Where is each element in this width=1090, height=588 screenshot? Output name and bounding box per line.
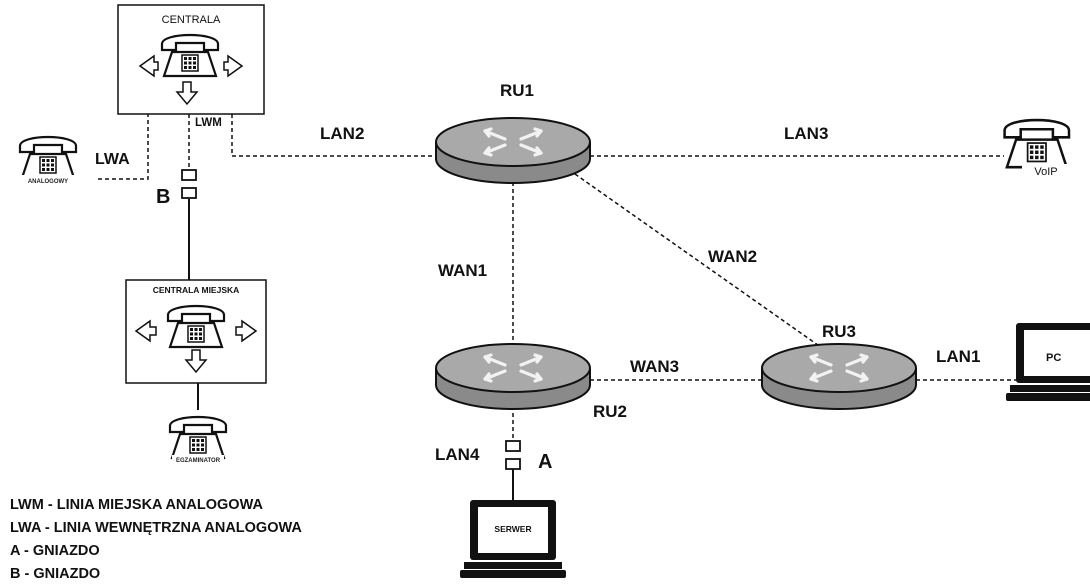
lwa-link xyxy=(98,114,149,180)
centrala-miejska-label: CENTRALA MIEJSKA xyxy=(153,285,240,295)
lwm-label: LWM xyxy=(195,117,222,129)
legend: LWM - LINIA MIEJSKA ANALOGOWA LWA - LINI… xyxy=(10,494,302,586)
server-label: SERWER xyxy=(494,524,531,534)
examiner-phone: EGZAMINATOR xyxy=(168,415,228,465)
wan3-label: WAN3 xyxy=(630,357,679,376)
pc-node: PC xyxy=(1006,323,1090,401)
legend-item-b: B - GNIAZDO xyxy=(10,566,101,582)
router-ru3-label: RU3 xyxy=(822,322,856,341)
analog-phone: ANALOGOWY xyxy=(17,135,79,186)
lan3-label: LAN3 xyxy=(784,124,828,143)
pc-label: PC xyxy=(1046,352,1061,364)
router-ru2-label: RU2 xyxy=(593,402,627,421)
centrala-label: CENTRALA xyxy=(162,14,221,26)
router-ru1-label: RU1 xyxy=(500,81,534,100)
router-ru1: RU1 xyxy=(434,81,592,185)
wan2-link xyxy=(574,173,833,356)
analog-phone-label: ANALOGOWY xyxy=(28,179,68,185)
legend-item-lwm: LWM - LINIA MIEJSKA ANALOGOWA xyxy=(10,497,263,513)
lan4-label: LAN4 xyxy=(435,445,480,464)
lwa-label: LWA xyxy=(95,151,130,168)
server-node: SERWER xyxy=(460,500,566,578)
socket-a-label: A xyxy=(538,451,552,473)
lan1-label: LAN1 xyxy=(936,347,980,366)
lan2-link xyxy=(231,114,437,157)
voip-phone-label: VoIP xyxy=(1034,166,1057,178)
legend-item-a: A - GNIAZDO xyxy=(10,543,100,559)
router-ru3: RU3 xyxy=(760,322,918,411)
wan2-label: WAN2 xyxy=(708,247,757,266)
wan1-label: WAN1 xyxy=(438,261,487,280)
voip-phone: VoIP xyxy=(1003,118,1071,178)
centrala-node: CENTRALA xyxy=(117,4,265,115)
centrala-miejska-node: CENTRALA MIEJSKA xyxy=(125,279,267,384)
socket-a: A xyxy=(505,440,552,473)
link-labels: LWA LWM LAN2 LAN3 WAN1 WAN2 WAN3 LAN1 LA… xyxy=(95,117,980,464)
legend-item-lwa: LWA - LINIA WEWNĘTRZNA ANALOGOWA xyxy=(10,520,302,536)
connections xyxy=(98,114,1016,500)
socket-b-label: B xyxy=(156,186,170,208)
socket-b: B xyxy=(156,169,197,208)
router-ru2: RU2 xyxy=(434,342,627,421)
examiner-phone-label: EGZAMINATOR xyxy=(176,458,221,464)
lan2-label: LAN2 xyxy=(320,124,364,143)
